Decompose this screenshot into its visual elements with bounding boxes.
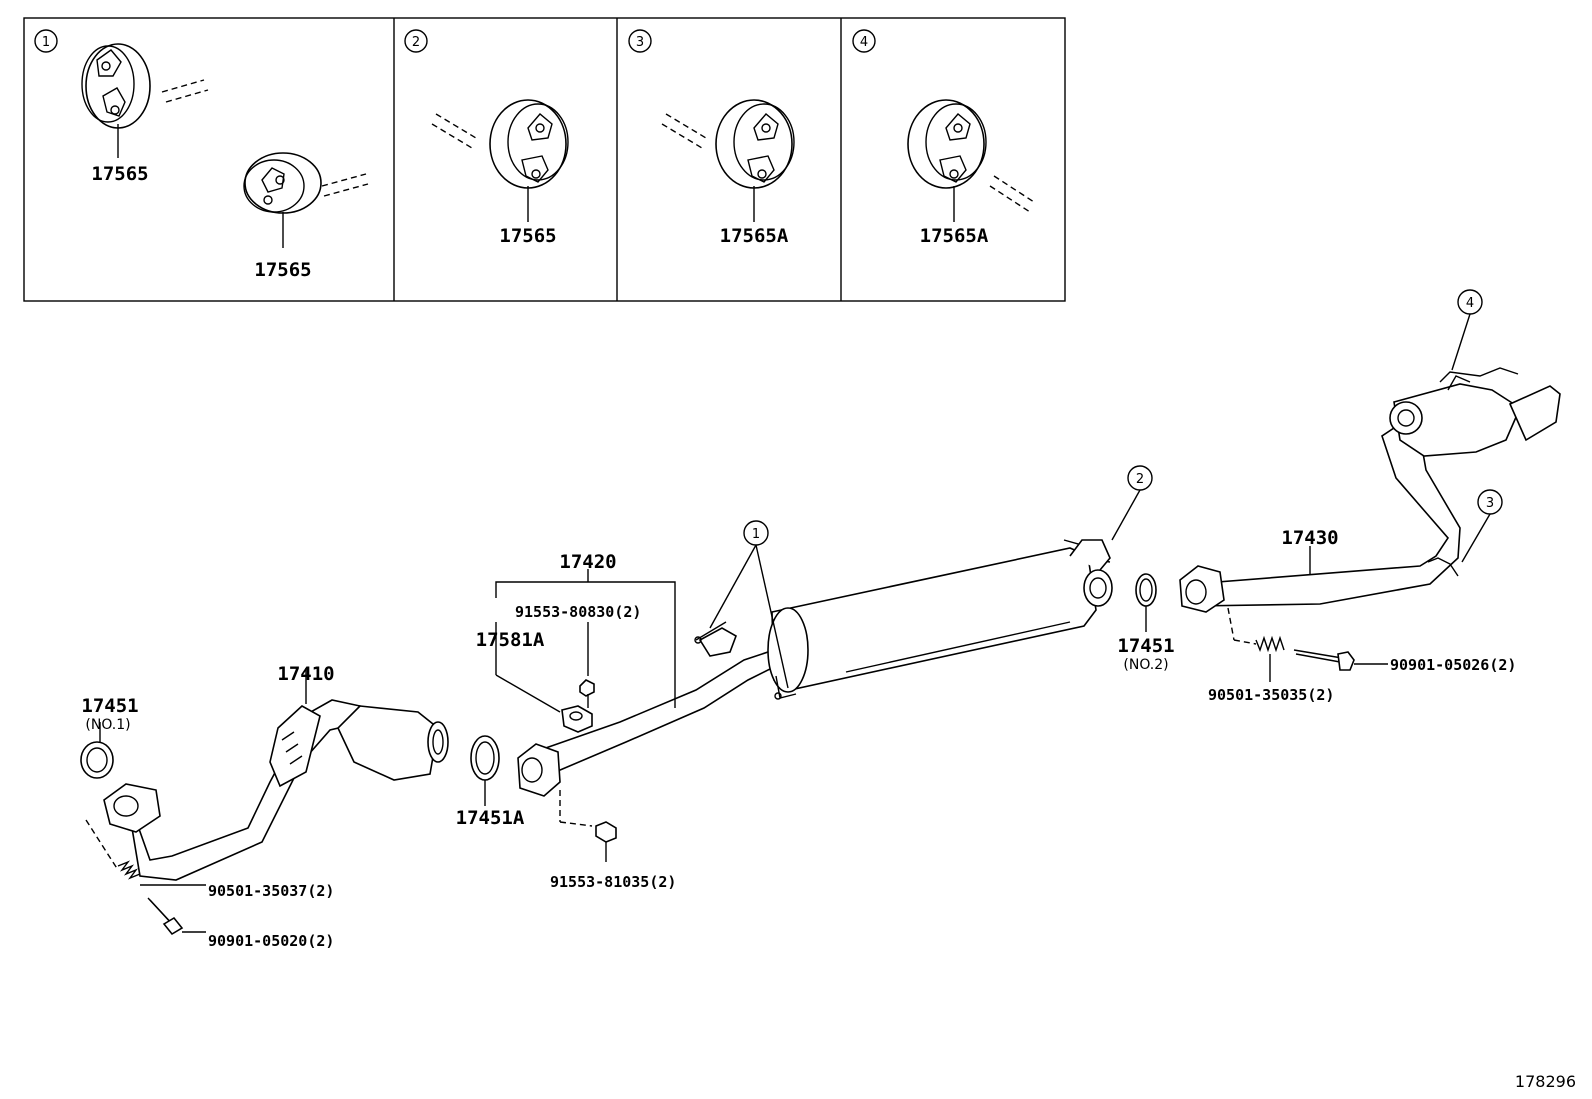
inset-panel-3: 3 17565A [628, 29, 795, 247]
rubber-hanger [489, 99, 569, 189]
part-label-91553-80830: 91553-80830(2) [515, 603, 641, 621]
flange [517, 743, 561, 797]
converter-body [337, 705, 439, 781]
gasket-no1 [80, 722, 114, 779]
compression-spring [117, 860, 141, 880]
part-label: 17565 [499, 225, 556, 247]
callout-circle [404, 29, 428, 53]
part-label-90901-05020: 90901-05020(2) [208, 932, 334, 950]
leader-line [1111, 489, 1141, 541]
leader-line [709, 544, 757, 629]
callout-number: 2 [1136, 472, 1144, 487]
pipe-stub [321, 173, 369, 197]
rubber-hanger [81, 43, 151, 129]
rear-muffler-body [1393, 383, 1522, 457]
rubber-hanger [243, 152, 322, 214]
callout-hanger-3: 3 [1461, 489, 1503, 563]
part-label-17451-no1: 17451 [81, 695, 138, 717]
callout-number: 3 [636, 35, 644, 50]
flange-bolt [1293, 649, 1355, 671]
part-label-17420: 17420 [559, 551, 616, 573]
bolt-91553-80830 [579, 679, 595, 708]
callout-number: 4 [860, 35, 868, 50]
leader-line [495, 674, 561, 713]
part-sublabel-no2: (NO.2) [1123, 657, 1168, 673]
callout-number: 3 [1486, 496, 1494, 511]
part-label-17430: 17430 [1281, 527, 1338, 549]
callout-hanger-2: 2 [1111, 465, 1153, 541]
callout-number: 2 [412, 35, 420, 50]
tail-pipe-muffler [1179, 367, 1561, 613]
hanger-bracket [1069, 539, 1111, 571]
inset-panel-1: 1 17565 [34, 29, 369, 281]
callout-circle [852, 29, 876, 53]
callout-number: 1 [42, 35, 50, 50]
spring-and-bolt-rear [1227, 607, 1388, 682]
pipe-stub [661, 113, 707, 149]
clamp-17581A [561, 705, 593, 733]
leader-line [1461, 513, 1491, 563]
front-pipe-catalytic-converter [103, 668, 449, 881]
pipe-stub [161, 79, 209, 103]
callout-number: 1 [752, 527, 760, 542]
flange [103, 783, 161, 833]
part-label-91553-81035: 91553-81035(2) [550, 873, 676, 891]
pipe-stub [989, 175, 1035, 213]
flange [1179, 565, 1225, 613]
callout-circle [34, 29, 58, 53]
exhaust-assembly: 1 2 3 4 17410 17420 17430 17451 (NO.1) 1… [80, 289, 1561, 950]
compression-spring [1255, 635, 1285, 653]
rubber-hanger [907, 99, 987, 189]
inset-panel-4: 4 17565A [852, 29, 1035, 247]
tail-tip [1508, 385, 1561, 442]
bolt-91553-81035 [559, 790, 617, 862]
part-sublabel-no1: (NO.1) [85, 717, 130, 733]
callout-circle [628, 29, 652, 53]
callout-bracket-17420 [495, 569, 676, 713]
part-label: 17565A [720, 225, 789, 247]
inset-panels: 1 17565 [23, 17, 1066, 302]
flange-bolt [147, 897, 184, 936]
part-label-17451-no2: 17451 [1117, 635, 1174, 657]
center-pipe-muffler [517, 539, 1113, 797]
pipe-stub [431, 113, 477, 149]
spring-and-bolt-front [85, 819, 206, 936]
part-label-17451A: 17451A [456, 807, 525, 829]
inset-frame [23, 17, 1066, 302]
muffler-body [771, 547, 1097, 691]
part-label-17410: 17410 [277, 663, 334, 685]
part-label: 17565 [254, 259, 311, 281]
gasket-no2 [1135, 573, 1157, 632]
callout-hanger-4: 4 [1451, 289, 1483, 371]
callout-number: 4 [1466, 296, 1474, 311]
inset-panel-2: 2 17565 [404, 29, 569, 247]
figure-id: 178296 [1515, 1072, 1576, 1091]
part-label-90901-05026: 90901-05026(2) [1390, 656, 1516, 674]
part-label-90501-35037: 90501-35037(2) [208, 882, 334, 900]
part-label-90501-35035: 90501-35035(2) [1208, 686, 1334, 704]
leader-line [755, 544, 789, 689]
part-label: 17565A [920, 225, 989, 247]
leader-line [1451, 313, 1471, 371]
callout-hanger-1: 1 [709, 520, 789, 689]
part-label: 17565 [91, 163, 148, 185]
rubber-hanger [715, 99, 795, 189]
hanger-bracket [698, 627, 737, 657]
gasket-17451A [470, 735, 500, 806]
part-label-17581A: 17581A [476, 629, 545, 651]
